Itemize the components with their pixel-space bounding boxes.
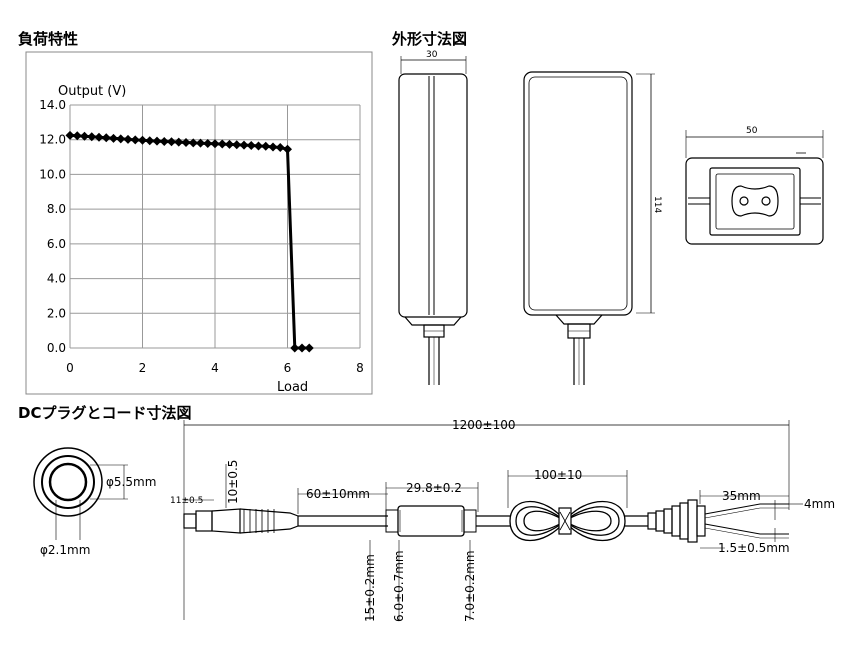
core-length-label: 29.8±0.2 <box>406 481 462 495</box>
data-point <box>246 140 256 150</box>
x-tick-label: 8 <box>356 361 364 375</box>
strip-tin-label: 1.5±0.5mm <box>718 541 790 555</box>
data-point <box>159 136 169 146</box>
coiled-cord <box>509 500 626 542</box>
ferrite-core <box>397 505 465 537</box>
plug-inner-bore <box>48 462 88 502</box>
y-tick-label: 4.0 <box>47 272 66 286</box>
data-point <box>275 143 285 153</box>
data-point <box>210 139 220 149</box>
y-tick-label: 6.0 <box>47 237 66 251</box>
front-body <box>523 71 633 316</box>
data-point <box>72 131 82 141</box>
chart-y-ticks: 0.0 2.0 4.0 6.0 8.0 10.0 12.0 14.0 <box>39 98 66 355</box>
outline-dimensions-title: 外形寸法図 <box>392 30 468 48</box>
total-length-label: 1200±100 <box>452 418 516 432</box>
strip-length-label: 35mm <box>722 489 761 503</box>
data-point <box>94 132 104 142</box>
data-point <box>80 131 89 141</box>
data-point <box>145 136 155 146</box>
coil-length-label: 100±10 <box>534 468 582 482</box>
y-tick-label: 14.0 <box>39 98 66 112</box>
dim-15-label: 15±0.2mm <box>363 554 377 622</box>
data-point <box>261 141 271 151</box>
end-body <box>685 157 824 245</box>
plug-to-core-label: 60±10mm <box>306 487 370 501</box>
inlet-recess <box>709 167 801 236</box>
data-point <box>167 137 176 147</box>
y-tick-label: 10.0 <box>39 167 66 181</box>
data-point <box>203 139 213 149</box>
plug-strain-relief <box>239 508 299 534</box>
data-point <box>239 140 249 150</box>
y-tick-label: 8.0 <box>47 202 66 216</box>
outer-diameter-label: φ5.5mm <box>106 475 156 489</box>
chart-x-ticks: 0 2 4 6 8 <box>66 361 364 375</box>
y-axis-label: Output (V) <box>58 84 126 99</box>
data-point <box>290 343 300 353</box>
tip-length-label: 11±0.5 <box>170 496 203 506</box>
dim-6-label: 6.0±0.7mm <box>392 550 406 622</box>
data-point <box>152 136 162 146</box>
height-label: 114 <box>652 196 662 213</box>
x-tick-label: 6 <box>284 361 292 375</box>
data-point <box>116 134 126 144</box>
plug-grip <box>211 508 241 534</box>
wire-end-label: 4mm <box>804 497 835 511</box>
data-point <box>101 133 111 143</box>
dc-plug-cord-title: DCプラグとコード寸法図 <box>18 404 192 422</box>
y-tick-label: 2.0 <box>47 306 66 320</box>
data-point <box>109 133 118 143</box>
end-width-label: 50 <box>746 126 758 136</box>
chart-frame <box>25 51 373 395</box>
inner-diameter-label: φ2.1mm <box>40 543 90 557</box>
chart-points <box>65 130 314 353</box>
data-point <box>254 141 263 151</box>
data-point <box>87 132 97 142</box>
plug-length-label: 10±0.5 <box>226 460 240 504</box>
iec-c8-inlet-icon <box>731 185 779 217</box>
x-tick-label: 0 <box>66 361 74 375</box>
plug-tip <box>183 513 197 529</box>
data-point <box>217 139 227 149</box>
x-tick-label: 2 <box>139 361 147 375</box>
data-point <box>196 138 205 148</box>
dim-7-label: 7.0±0.2mm <box>463 550 477 622</box>
data-point <box>130 135 140 145</box>
data-point <box>188 138 198 148</box>
x-tick-label: 4 <box>211 361 219 375</box>
plug-outer-ring <box>33 447 103 517</box>
side-body <box>398 73 468 318</box>
data-point <box>232 140 242 150</box>
data-point <box>138 135 147 145</box>
data-point <box>268 142 278 152</box>
plug-sleeve <box>41 455 95 509</box>
side-width-label: 30 <box>426 50 438 60</box>
data-point <box>297 343 307 353</box>
y-tick-label: 12.0 <box>39 133 66 147</box>
data-point <box>181 137 191 147</box>
data-point <box>304 343 314 353</box>
y-tick-label: 0.0 <box>47 341 66 355</box>
data-point <box>283 144 292 154</box>
output-strain-relief <box>647 499 706 543</box>
data-point <box>65 130 75 140</box>
load-characteristics-title: 負荷特性 <box>18 30 79 48</box>
data-point <box>174 137 184 147</box>
data-point <box>123 134 133 144</box>
data-point <box>225 139 234 149</box>
plug-barrel <box>195 510 213 532</box>
x-axis-label: Load <box>277 380 308 395</box>
